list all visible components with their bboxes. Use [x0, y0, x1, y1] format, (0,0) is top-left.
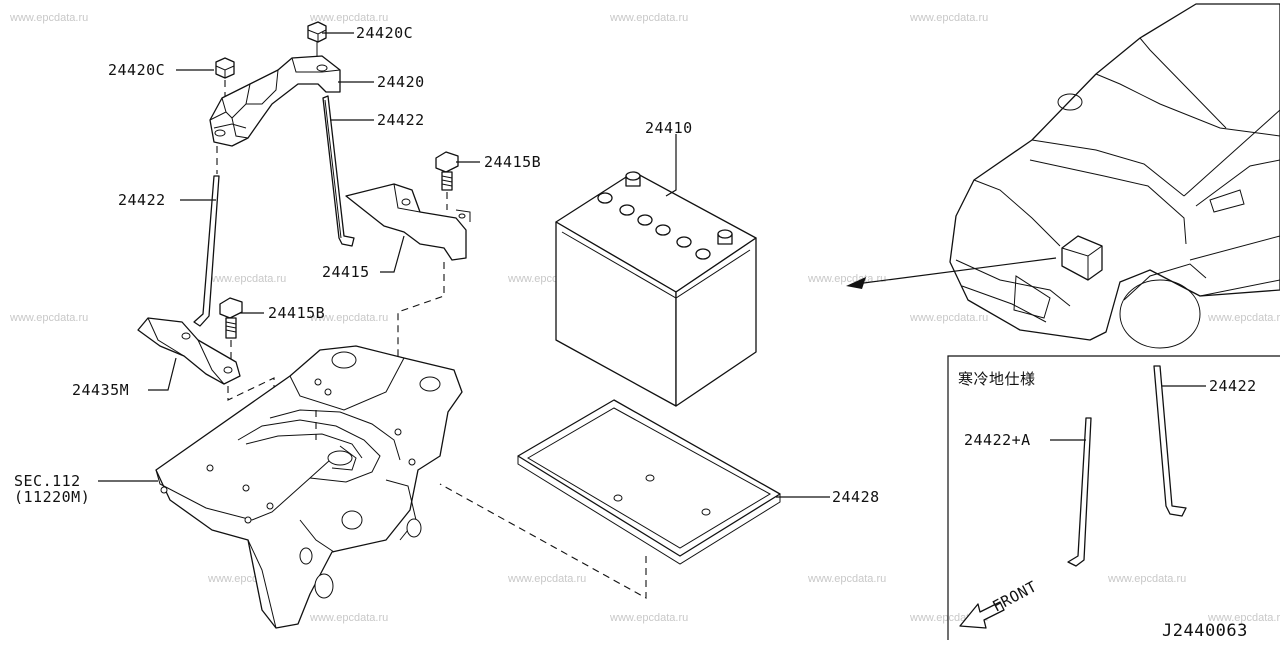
diagram-code: J2440063: [1162, 621, 1248, 640]
label-sec-112-code: (11220M): [14, 488, 90, 506]
watermark: www.epcdata.ru: [807, 273, 886, 285]
nut-24420c-left: [215, 57, 235, 96]
watermark: www.epcdata.ru: [9, 12, 88, 24]
watermark: www.epcdata.ru: [1107, 573, 1186, 585]
watermark: www.epcdata.ru: [609, 612, 688, 624]
inset-title: 寒冷地仕様: [958, 370, 1036, 388]
label-24435m: 24435M: [72, 381, 129, 399]
watermark: www.epcdata.ru: [807, 573, 886, 585]
battery-tray-base: [155, 345, 463, 629]
label-24410: 24410: [645, 119, 693, 137]
watermark: www.epcdata.ru: [9, 312, 88, 324]
label-sec-112: SEC.112: [14, 472, 81, 490]
label-24415: 24415: [322, 263, 370, 281]
cold-region-inset: 寒冷地仕様 24422 24422+A FRONT: [947, 355, 1280, 640]
watermark: www.epcdata.ru: [507, 573, 586, 585]
watermark: www.epcdata.ru: [609, 12, 688, 24]
watermark: www.epcdata.ru: [909, 12, 988, 24]
vehicle-front-view: [846, 3, 1280, 349]
label-24422-left: 24422: [118, 191, 166, 209]
watermark: www.epcdata.ru: [207, 273, 286, 285]
label-24422-right: 24422: [377, 111, 425, 129]
label-24415b-mid: 24415B: [268, 304, 325, 322]
watermark: www.epcdata.ru: [1207, 612, 1280, 624]
nut-24420c-top: [307, 21, 327, 56]
label-24428: 24428: [832, 488, 880, 506]
label-inset-24422: 24422: [1209, 377, 1257, 395]
hook-rod-24422-right: [322, 95, 355, 247]
watermark: www.epcdata.ru: [309, 612, 388, 624]
bolt-24415b-top: [435, 151, 459, 210]
bracket-24415: [345, 183, 471, 380]
watermark: www.epcdata.ru: [1207, 312, 1280, 324]
front-arrow-icon: [959, 601, 1005, 629]
label-24420c-top: 24420C: [356, 24, 413, 42]
bolt-24415b-mid: [219, 297, 243, 362]
label-24420: 24420: [377, 73, 425, 91]
battery-tray-24428: [439, 399, 781, 599]
callouts: 24420C 24420C 24420 24422 24422 24410 24…: [14, 24, 880, 506]
label-24420c-left: 24420C: [108, 61, 165, 79]
front-label: FRONT: [989, 577, 1040, 615]
battery-24410: [555, 171, 757, 407]
label-inset-24422-a: 24422+A: [964, 431, 1031, 449]
watermark: www.epcdata.ru: [309, 312, 388, 324]
label-24415b-top: 24415B: [484, 153, 541, 171]
watermark: www.epcdata.ru: [909, 312, 988, 324]
battery-clamp-bracket: [209, 55, 341, 147]
watermark: www.epcdata.ru: [309, 12, 388, 24]
hook-rod-24422-left: [193, 146, 220, 327]
